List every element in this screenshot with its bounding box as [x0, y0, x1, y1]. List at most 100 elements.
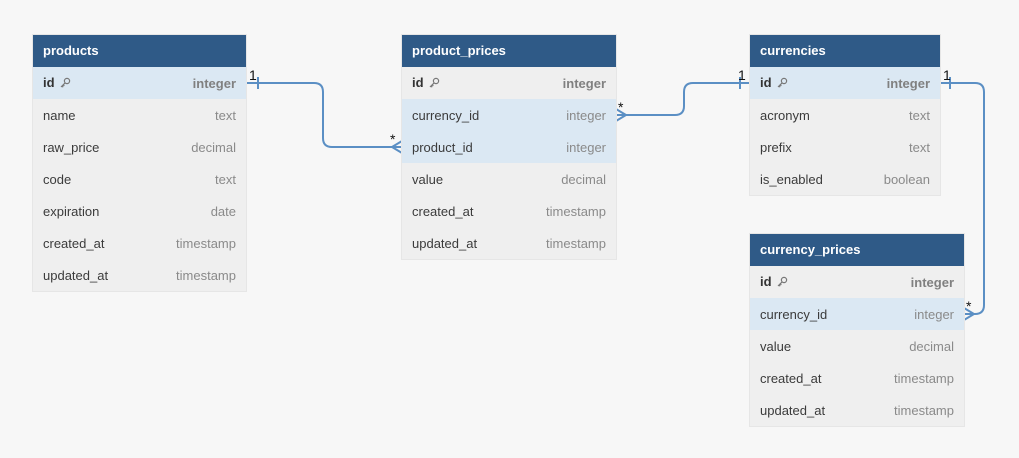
column-name-cell: id	[412, 75, 440, 92]
column-name-cell: code	[43, 172, 71, 187]
column-row-prefix[interactable]: prefix text	[750, 131, 940, 163]
column-name: expiration	[43, 203, 100, 219]
column-name-cell: updated_at	[412, 236, 477, 251]
column-row-updated-at[interactable]: updated_at timestamp	[33, 259, 246, 291]
column-name: id	[412, 74, 424, 90]
column-type: decimal	[191, 139, 236, 155]
column-row-id[interactable]: id integer	[750, 266, 964, 298]
column-name: updated_at	[412, 235, 478, 251]
column-name-cell: prefix	[760, 140, 792, 155]
column-type: timestamp	[894, 402, 954, 418]
column-name: value	[760, 338, 792, 354]
column-name-cell: created_at	[760, 371, 821, 386]
column-type: integer	[562, 75, 606, 91]
table-header[interactable]: product_prices	[402, 35, 616, 67]
column-type: text	[909, 139, 930, 155]
column-name: currency_id	[412, 107, 480, 123]
cardinality-one-products: 1	[249, 67, 257, 83]
column-row-code[interactable]: code text	[33, 163, 246, 195]
column-name: id	[760, 273, 772, 289]
column-row-updated-at[interactable]: updated_at timestamp	[750, 394, 964, 426]
column-type: integer	[566, 107, 606, 123]
column-row-value[interactable]: value decimal	[750, 330, 964, 362]
table-currencies[interactable]: currencies id integer acronym text prefix tex…	[750, 35, 940, 195]
column-row-raw-price[interactable]: raw_price decimal	[33, 131, 246, 163]
column-name-cell: acronym	[760, 108, 810, 123]
column-row-updated-at[interactable]: updated_at timestamp	[402, 227, 616, 259]
key-icon	[59, 77, 71, 92]
column-row-name[interactable]: name text	[33, 99, 246, 131]
column-name: updated_at	[760, 402, 826, 418]
column-row-id[interactable]: id integer	[750, 67, 940, 99]
column-row-currency-id[interactable]: currency_id integer	[402, 99, 616, 131]
column-name: value	[412, 171, 444, 187]
cardinality-one-currencies-left: 1	[738, 67, 746, 83]
column-name-cell: is_enabled	[760, 172, 823, 187]
column-name-cell: created_at	[43, 236, 104, 251]
column-type: text	[215, 107, 236, 123]
column-type: text	[909, 107, 930, 123]
column-type: decimal	[909, 338, 954, 354]
column-type: boolean	[883, 171, 930, 187]
column-name-cell: expiration	[43, 204, 99, 219]
column-name: is_enabled	[760, 171, 823, 187]
column-row-is-enabled[interactable]: is_enabled boolean	[750, 163, 940, 195]
table-product-prices[interactable]: product_prices id integer currency_id integ…	[402, 35, 616, 259]
column-name-cell: currency_id	[412, 108, 479, 123]
edge-currencies-product-prices	[616, 82, 750, 116]
column-name-cell: id	[760, 75, 788, 92]
table-header[interactable]: currencies	[750, 35, 940, 67]
edge-currencies-currency-prices	[940, 82, 985, 315]
cardinality-many-currency-prices: *	[966, 298, 972, 314]
table-columns: id integer acronym text prefix text is_enabled…	[750, 67, 940, 195]
column-type: integer	[886, 75, 930, 91]
column-row-expiration[interactable]: expiration date	[33, 195, 246, 227]
cardinality-many-product-prices-currency: *	[618, 99, 624, 115]
column-type: integer	[910, 274, 954, 290]
column-name-cell: raw_price	[43, 140, 99, 155]
key-icon	[428, 77, 440, 92]
column-name: updated_at	[43, 267, 109, 283]
edge-products-product-prices	[246, 82, 402, 148]
column-name-cell: name	[43, 108, 76, 123]
column-name: acronym	[760, 107, 810, 123]
column-name-cell: currency_id	[760, 307, 827, 322]
column-name: created_at	[760, 370, 822, 386]
key-icon	[776, 276, 788, 291]
column-type: integer	[192, 75, 236, 91]
column-row-id[interactable]: id integer	[402, 67, 616, 99]
column-type: timestamp	[894, 370, 954, 386]
table-header[interactable]: currency_prices	[750, 234, 964, 266]
column-name: product_id	[412, 139, 473, 155]
column-type: timestamp	[546, 235, 606, 251]
column-row-created-at[interactable]: created_at timestamp	[750, 362, 964, 394]
cardinality-one-currencies-right: 1	[943, 67, 951, 83]
column-name: currency_id	[760, 306, 828, 322]
column-row-acronym[interactable]: acronym text	[750, 99, 940, 131]
column-type: text	[215, 171, 236, 187]
table-header[interactable]: products	[33, 35, 246, 67]
column-name: id	[760, 74, 772, 90]
column-type: date	[210, 203, 236, 219]
column-name: created_at	[43, 235, 105, 251]
column-name: code	[43, 171, 72, 187]
column-name-cell: value	[412, 172, 443, 187]
cardinality-many-product-prices-product: *	[390, 131, 396, 147]
key-icon	[776, 77, 788, 92]
column-name-cell: updated_at	[760, 403, 825, 418]
column-type: timestamp	[176, 267, 236, 283]
column-name-cell: product_id	[412, 140, 473, 155]
column-name: prefix	[760, 139, 792, 155]
